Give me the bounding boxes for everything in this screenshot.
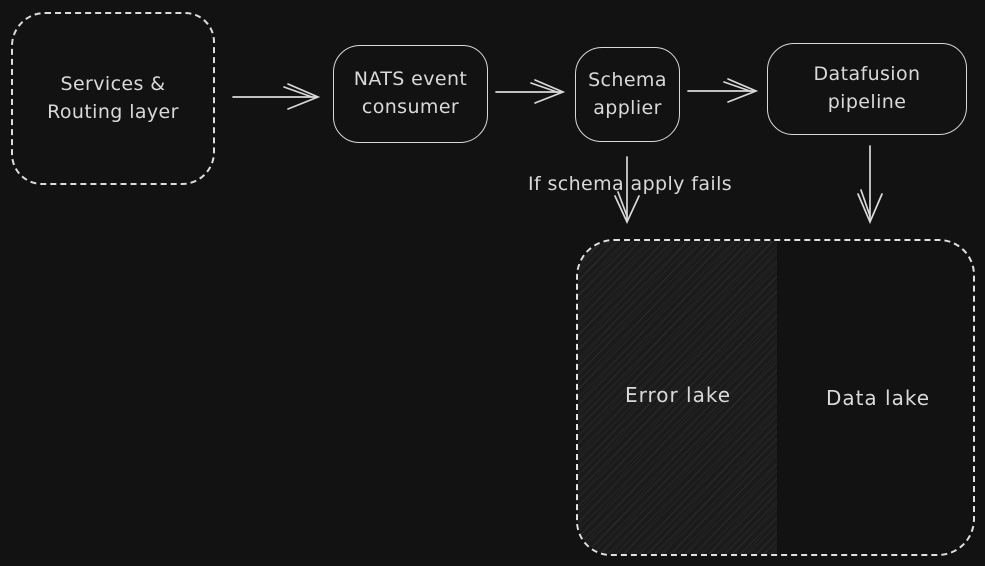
node-datafusion-pipeline[interactable]: Datafusion pipeline — [767, 43, 967, 135]
error-lake-hatch-fill — [578, 241, 777, 554]
error-lake-label: Error lake — [624, 383, 732, 407]
lake-container[interactable]: Error lake Data lake — [576, 239, 975, 556]
arrow-services-to-nats[interactable] — [232, 83, 321, 110]
node-schema-applier[interactable]: Schema applier — [575, 47, 680, 142]
node-services-routing-layer-label: Services & Routing layer — [47, 72, 179, 123]
arrow-schema-to-error-lake[interactable] — [614, 156, 640, 225]
data-lake-label: Data lake — [825, 386, 931, 410]
node-nats-event-consumer-label: NATS event consumer — [353, 68, 468, 118]
arrow-schema-to-datafusion[interactable] — [687, 78, 759, 103]
node-schema-applier-label: Schema applier — [588, 68, 667, 119]
label-if-schema-apply-fails: If schema apply fails — [527, 173, 733, 195]
node-nats-event-consumer[interactable]: NATS event consumer — [333, 45, 488, 143]
node-datafusion-pipeline-label: Datafusion pipeline — [813, 63, 921, 113]
node-services-routing-layer[interactable]: Services & Routing layer — [11, 12, 215, 185]
arrow-nats-to-schema[interactable] — [495, 79, 566, 104]
arrow-datafusion-to-data-lake[interactable] — [857, 145, 883, 225]
